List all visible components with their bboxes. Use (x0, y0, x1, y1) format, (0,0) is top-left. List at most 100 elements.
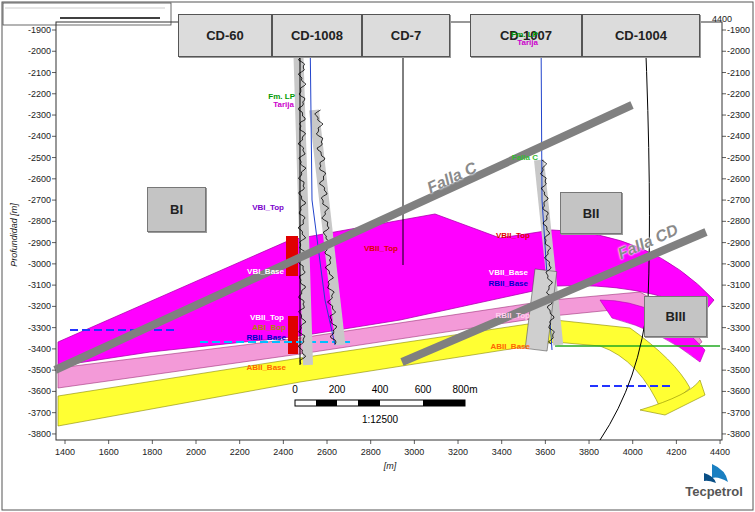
scale-number: 600 (415, 385, 432, 395)
axis-tick: -3100 (727, 281, 750, 290)
axis-tick: -2700 (727, 196, 750, 205)
horizon-marker: Fm. LP (511, 31, 538, 39)
axis-tick: -2400 (727, 132, 750, 141)
horizon-marker: RBII_Base (246, 334, 286, 342)
horizon-marker: Fm. LP (268, 93, 295, 101)
axis-tick: -3700 (28, 408, 51, 417)
horizon-marker: Tarija (517, 39, 538, 47)
axis-tick: -1900 (28, 26, 51, 35)
axis-tick: -3700 (727, 408, 750, 417)
axis-tick: -2800 (28, 217, 51, 226)
horizon-marker: VBI_Base (247, 268, 284, 276)
block-box: BII (560, 192, 622, 234)
axis-tick: -3300 (28, 323, 51, 332)
axis-tick: -2300 (727, 111, 750, 120)
axis-tick: -3100 (28, 281, 51, 290)
well-name: CD-7 (391, 28, 421, 43)
axis-tick: -3000 (28, 259, 51, 268)
horizon-marker: VBII_Top (364, 245, 398, 253)
axis-tick: -2500 (28, 153, 51, 162)
well-header-box: CD-60 (178, 14, 272, 57)
horizon-marker: ABII_Base (490, 343, 530, 351)
axis-tick: -3500 (727, 366, 750, 375)
scale-number: 400 (372, 385, 389, 395)
axis-tick: -2900 (727, 238, 750, 247)
horizon-marker: VBII_Base (489, 269, 528, 277)
axis-tick: 2000 (186, 448, 206, 457)
axis-tick: -2600 (727, 174, 750, 183)
horizon-marker: VBI_Top (252, 204, 284, 212)
axis-tick: -3600 (28, 387, 51, 396)
axis-tick: 4000 (623, 448, 643, 457)
axis-tick: 3200 (448, 448, 468, 457)
scale-ratio: 1:12500 (362, 415, 398, 425)
axis-tick: 2800 (361, 448, 381, 457)
axis-tick: -3000 (727, 259, 750, 268)
logo-text: Tecpetrol (685, 485, 743, 498)
axis-tick: 1400 (55, 448, 75, 457)
axis-tick: -2300 (28, 111, 51, 120)
axis-tick: 3600 (535, 448, 555, 457)
block-name: BIII (665, 309, 685, 324)
axis-tick: -3800 (28, 429, 51, 438)
axis-tick: -2800 (727, 217, 750, 226)
axis-tick: -2000 (28, 47, 51, 56)
axis-tick: 4400 (710, 448, 730, 457)
well-header-box: CD-1008 (272, 14, 362, 57)
axis-tick: -3400 (28, 344, 51, 353)
horizon-marker: Falla C (512, 154, 538, 162)
horizon-marker: VBII_Top (496, 232, 530, 240)
scale-number: 0 (292, 385, 298, 395)
horizon-marker: RBII_Base (488, 280, 528, 288)
axis-tick: 3400 (492, 448, 512, 457)
axis-tick: -1900 (727, 26, 750, 35)
block-box: BIII (644, 296, 707, 337)
axis-tick: -3300 (727, 323, 750, 332)
well-name: CD-1004 (615, 28, 667, 43)
axis-tick: -3200 (28, 302, 51, 311)
axis-tick: 2200 (230, 448, 250, 457)
axis-tick: -2400 (28, 132, 51, 141)
axis-tick: -3500 (28, 366, 51, 375)
axis-tick: -3200 (727, 302, 750, 311)
axis-tick: -3800 (727, 429, 750, 438)
axis-title: [m] (384, 462, 397, 471)
axis-tick: 1800 (142, 448, 162, 457)
well-name: CD-60 (206, 28, 244, 43)
horizon-marker: RBII_Top (495, 312, 530, 320)
axis-tick: 1600 (99, 448, 119, 457)
scale-bar (295, 400, 465, 406)
block-box: BI (147, 187, 206, 232)
axis-tick: -2500 (727, 153, 750, 162)
axis-tick: -2000 (727, 47, 750, 56)
axis-tick: -3600 (727, 387, 750, 396)
axis-tick: -2100 (28, 68, 51, 77)
block-name: BI (170, 202, 183, 217)
horizon-marker: ABII_Base (246, 364, 286, 372)
scale-number: 800m (452, 385, 477, 395)
horizon-marker: ABI_Bop (252, 324, 286, 332)
horizon-marker: VBII_Top (250, 314, 284, 322)
axis-tick: 4200 (666, 448, 686, 457)
well-name: CD-1008 (291, 28, 343, 43)
axis-tick: -2700 (28, 196, 51, 205)
axis-tick: -2900 (28, 238, 51, 247)
axis-tick: 4400 (712, 15, 732, 24)
scale-number: 200 (329, 385, 346, 395)
axis-tick: -3400 (727, 344, 750, 353)
well-header-box: CD-7 (362, 14, 450, 57)
axis-tick: 2600 (317, 448, 337, 457)
axis-tick: 3800 (579, 448, 599, 457)
well-header-box: CD-1004 (582, 14, 700, 57)
block-name: BII (583, 206, 600, 221)
axis-tick: -2100 (727, 68, 750, 77)
axis-tick: -2200 (727, 89, 750, 98)
axis-title: Profundidad [m] (10, 203, 19, 267)
axis-tick: -2600 (28, 174, 51, 183)
axis-tick: 3000 (404, 448, 424, 457)
axis-tick: -2200 (28, 89, 51, 98)
horizon-marker: Tarija (273, 101, 294, 109)
axis-tick: 2400 (273, 448, 293, 457)
